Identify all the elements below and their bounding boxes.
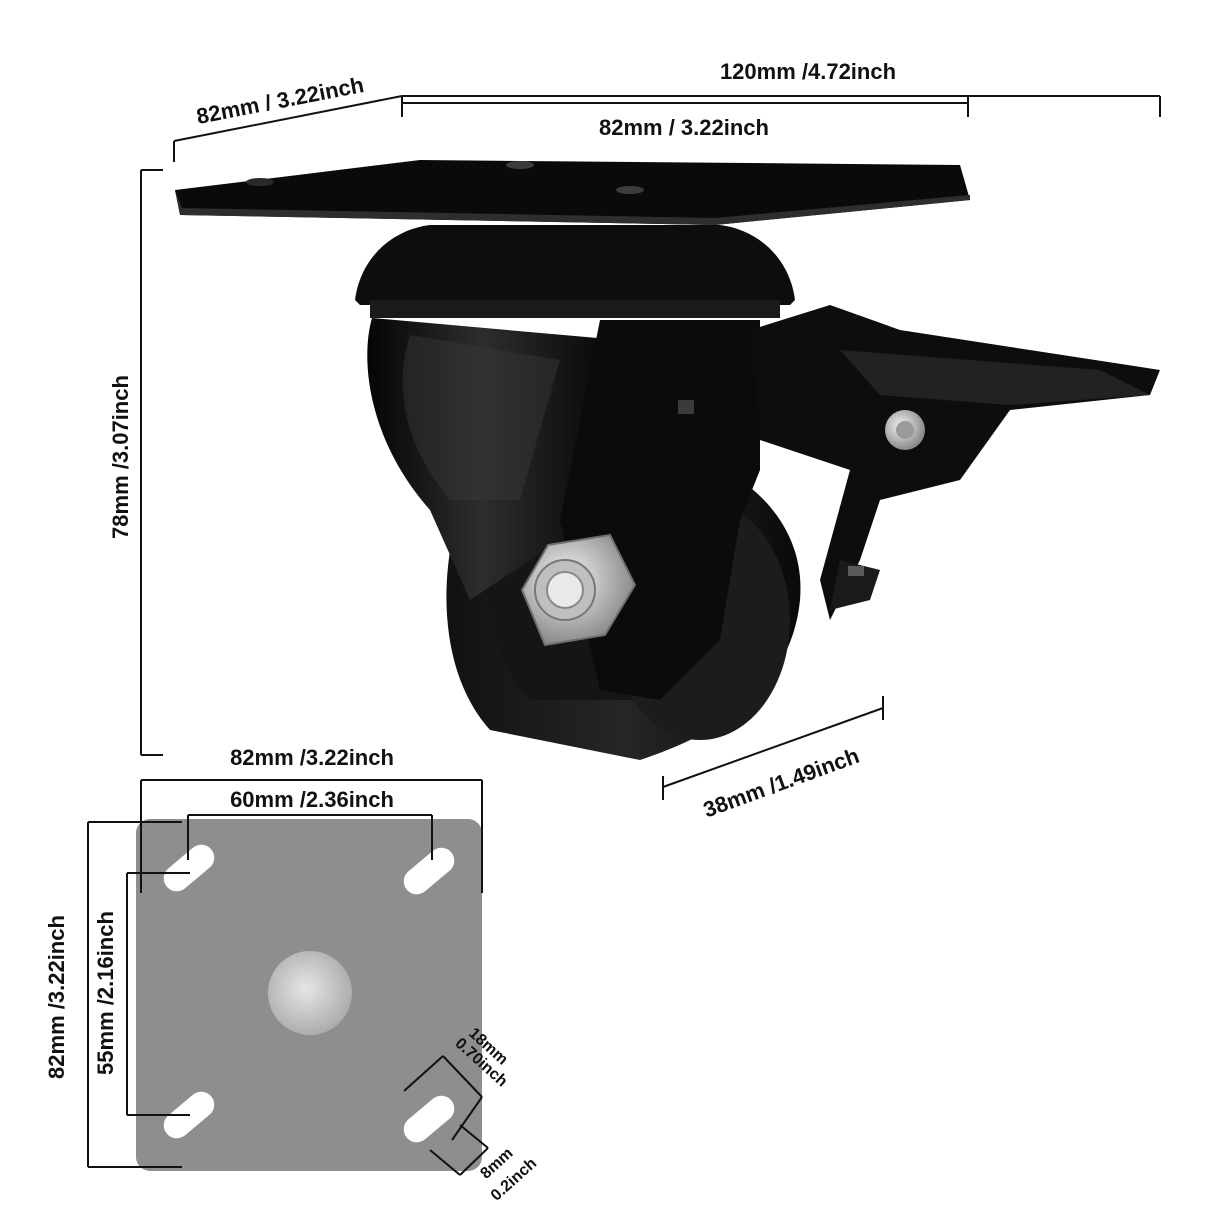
slot-width-line-a xyxy=(429,1149,461,1176)
brake-lever xyxy=(678,305,1160,620)
axle-nut xyxy=(520,533,637,647)
slot-length-line-b xyxy=(442,1055,483,1098)
center-bearing xyxy=(268,951,352,1035)
slot-top-left xyxy=(163,844,215,892)
height-label: 78mm /3.07inch xyxy=(108,375,133,539)
wheel-width-line xyxy=(662,707,884,788)
slot-width-line-b xyxy=(459,1147,489,1176)
plate-top-width-label: 82mm /3.22inch xyxy=(230,745,394,770)
slot-top-right xyxy=(403,847,455,895)
plate-depth-line xyxy=(173,95,403,142)
plate-width-label: 82mm / 3.22inch xyxy=(599,115,769,140)
wheel-width-label: 38mm /1.49inch xyxy=(700,743,863,823)
slot-length-line-a xyxy=(403,1055,444,1092)
hole-spacing-x-label: 60mm /2.36inch xyxy=(230,787,394,812)
slot-bottom-right xyxy=(403,1095,455,1143)
hole-spacing-y-label: 55mm /2.16inch xyxy=(93,911,118,1075)
plate-top-height-label: 82mm /3.22inch xyxy=(44,915,69,1079)
mounting-plate xyxy=(175,160,970,225)
total-length-label: 120mm /4.72inch xyxy=(720,59,896,84)
caster-illustration xyxy=(175,160,1160,760)
top-view-plate xyxy=(136,819,482,1171)
